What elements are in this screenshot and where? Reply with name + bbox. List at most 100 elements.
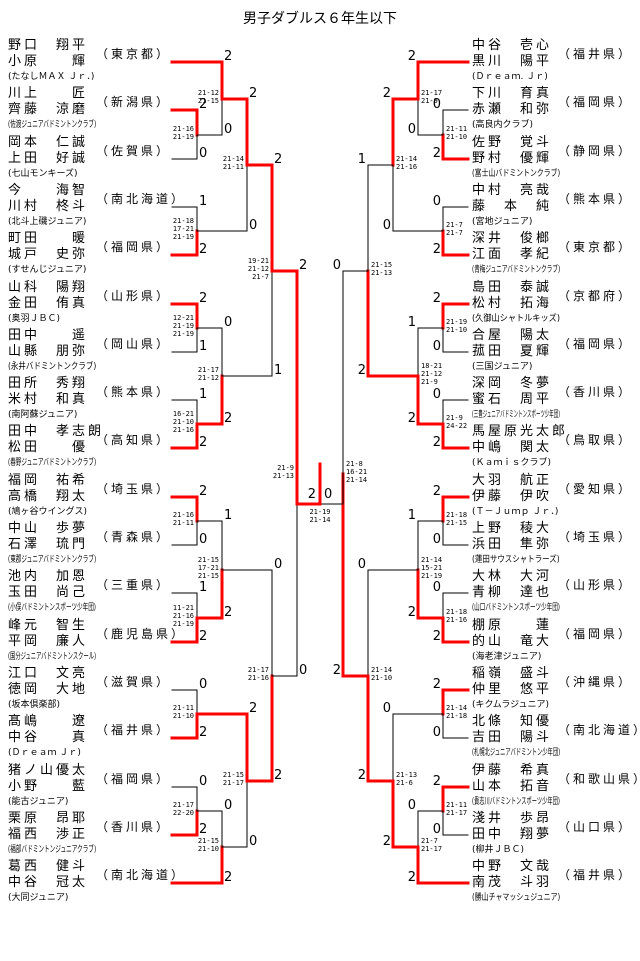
club-name: (福部バドミントンジュニアクラブ) xyxy=(8,844,97,855)
entry-pair: 大林 大河青柳 達也(山口バドミントンスポーツ少年団)（山形県） xyxy=(472,569,632,617)
player1-name: 下川 育真 xyxy=(472,86,553,102)
set-score: 21-16 xyxy=(248,674,269,682)
player2-name: 石澤 琉門 xyxy=(8,537,89,552)
entry-pair: 山科 陽翔金田 侑真(奥羽ＪＢＣ)（山形県） xyxy=(0,280,168,328)
entry-pair: 葛西 健斗中谷 冠太(大同ジュニア)（南北海道） xyxy=(0,859,183,907)
game-count: 0 xyxy=(199,774,207,789)
player1-name: 野口 翔平 xyxy=(8,38,89,53)
player1-name: 大羽 航正 xyxy=(472,472,553,488)
player1-name: 栗原 昂耶 xyxy=(8,810,89,826)
player1-name: 田中 孝志朗 xyxy=(8,424,105,440)
game-count: 0 xyxy=(433,97,441,112)
entry-pair: 川上 匠齊藤 涼磨(佐渡ジュニアバドミントンクラブ)（新潟県） xyxy=(0,86,168,134)
set-score: 21-10 xyxy=(446,326,467,334)
set-score: 21-9 xyxy=(446,414,463,422)
player2-name: 米村 和真 xyxy=(8,392,89,408)
entry-pair: 中山 歩夢石澤 琉門(東郡ジュニアバドミントンクラブ)（青森県） xyxy=(0,521,168,569)
game-count: 0 xyxy=(383,701,391,716)
player2-name: 江面 孝紀 xyxy=(472,247,553,263)
set-score: 21-8 xyxy=(346,460,363,468)
entry-pair: 深岡 冬夢蜜石 周平(三豊ジュニアバドミントンスポーツ少年団)（香川県） xyxy=(472,376,632,424)
entry-pair: 野口 翔平小原 輝(たなしＭＡＸ Ｊｒ．)（東京都） xyxy=(0,38,168,86)
player1-name: 町田 暖 xyxy=(8,231,89,247)
player2-name: 田中 翔夢 xyxy=(472,826,553,842)
game-count: 2 xyxy=(249,701,257,716)
player1-name: 大林 大河 xyxy=(472,569,553,585)
set-score: 21-11 xyxy=(446,125,467,133)
set-score: 21-19 xyxy=(446,318,467,326)
player2-name: 松田 優 xyxy=(8,440,89,456)
club-name: (山口バドミントンスポーツ少年団) xyxy=(472,603,560,614)
set-score: 21-17 xyxy=(446,809,467,817)
game-count: 0 xyxy=(383,218,391,233)
entry-pair: 池内 加恩玉田 尚己(小俣バドミントンスポーツ少年団)（三重県） xyxy=(0,569,168,617)
prefecture: （熊本県） xyxy=(558,191,634,206)
set-score: 16-21 xyxy=(346,468,367,476)
club-name: (三豊ジュニアバドミントンスポーツ少年団) xyxy=(472,410,560,421)
player2-name: 高橋 翔太 xyxy=(8,488,89,504)
set-score: 21-16 xyxy=(173,125,194,133)
club-name: (Ｋａｍｉｓクラブ) xyxy=(472,458,552,469)
game-count: 0 xyxy=(224,122,232,137)
player1-name: 田中 遥 xyxy=(8,327,89,343)
set-score: 21-15 xyxy=(198,837,219,845)
game-count: 2 xyxy=(224,411,232,426)
club-name: (キクムラジュニア) xyxy=(472,699,550,710)
player2-name: 伊藤 伊吹 xyxy=(472,488,553,504)
prefecture: （山形県） xyxy=(558,578,634,593)
game-count: 2 xyxy=(433,242,441,257)
set-score: 21-13 xyxy=(273,472,294,480)
game-count: 0 xyxy=(333,258,341,273)
entry-pair: 今 海智川村 柊斗(北斗上磯ジュニア)（南北海道） xyxy=(0,183,183,231)
game-count: 0 xyxy=(433,822,441,837)
entry-pair: 佐野 覚斗野村 優輝(富士山バドミントンクラブ)（静岡県） xyxy=(472,135,632,183)
club-name: (能古ジュニア) xyxy=(8,796,69,807)
set-score: 21-18 xyxy=(446,712,467,720)
club-name: (柳井ＪＢＣ) xyxy=(472,844,525,855)
set-score: 21-9 xyxy=(421,97,438,105)
game-count: 2 xyxy=(199,484,207,499)
player2-name: 赤瀬 和弥 xyxy=(472,102,553,118)
prefecture: （三重県） xyxy=(96,578,172,593)
set-score: 21-19 xyxy=(173,322,194,330)
set-score: 18-21 xyxy=(421,362,442,370)
prefecture: （福井県） xyxy=(558,47,634,61)
game-count: 2 xyxy=(433,291,441,306)
entry-pair: 島田 泰誠松村 拓海(久御山シャトルキッズ)（京都府） xyxy=(472,280,632,328)
game-count: 2 xyxy=(408,605,416,620)
prefecture: （福岡県） xyxy=(558,95,634,110)
set-score: 21-17 xyxy=(223,779,244,787)
club-name: (Ｄｒｅａｍ. Ｊｒ) xyxy=(472,72,548,82)
entry-pair: 深井 俊榔江面 孝紀(青梅ジュニアバドミントンクラブ)（東京都） xyxy=(472,231,632,279)
set-score: 21-16 xyxy=(173,511,194,519)
player2-name: 山本 拓音 xyxy=(472,778,553,794)
player2-name: 蜜石 周平 xyxy=(472,392,553,408)
set-score: 21-11 xyxy=(173,519,194,527)
prefecture: （岡山県） xyxy=(96,336,172,351)
set-score: 21-7 xyxy=(421,837,438,845)
club-name: (小俣バドミントンスポーツ少年団) xyxy=(8,603,96,614)
final-game-count: 0 xyxy=(324,487,332,502)
game-count: 0 xyxy=(199,532,207,547)
club-name: (久御山シャトルキッズ) xyxy=(472,313,561,324)
set-score: 17-21 xyxy=(198,564,219,572)
club-name: (奥羽ＪＢＣ) xyxy=(8,313,61,324)
player1-name: 岡本 仁誠 xyxy=(8,134,89,150)
game-count: 2 xyxy=(433,484,441,499)
prefecture: （南北海道） xyxy=(558,723,640,738)
player1-name: 中野 文哉 xyxy=(472,859,553,875)
player2-name: 吉田 陽斗 xyxy=(472,730,553,746)
set-score: 21-12 xyxy=(421,370,442,378)
set-score: 21-15 xyxy=(198,556,219,564)
prefecture: （愛知県） xyxy=(558,481,634,496)
game-count: 2 xyxy=(224,870,232,885)
set-score: 21-15 xyxy=(446,519,467,527)
game-count: 0 xyxy=(433,580,441,595)
entry-pair: 猪ノ山優太小野 藍(能古ジュニア)（福岡県） xyxy=(0,763,168,811)
game-count: 2 xyxy=(199,822,207,837)
player1-name: 髙嶋 遼 xyxy=(8,714,89,730)
player2-name: 松村 拓海 xyxy=(472,295,553,311)
set-score: 21-19 xyxy=(173,620,194,628)
player2-name: 玉田 尚己 xyxy=(8,585,89,601)
game-count: 2 xyxy=(408,411,416,426)
